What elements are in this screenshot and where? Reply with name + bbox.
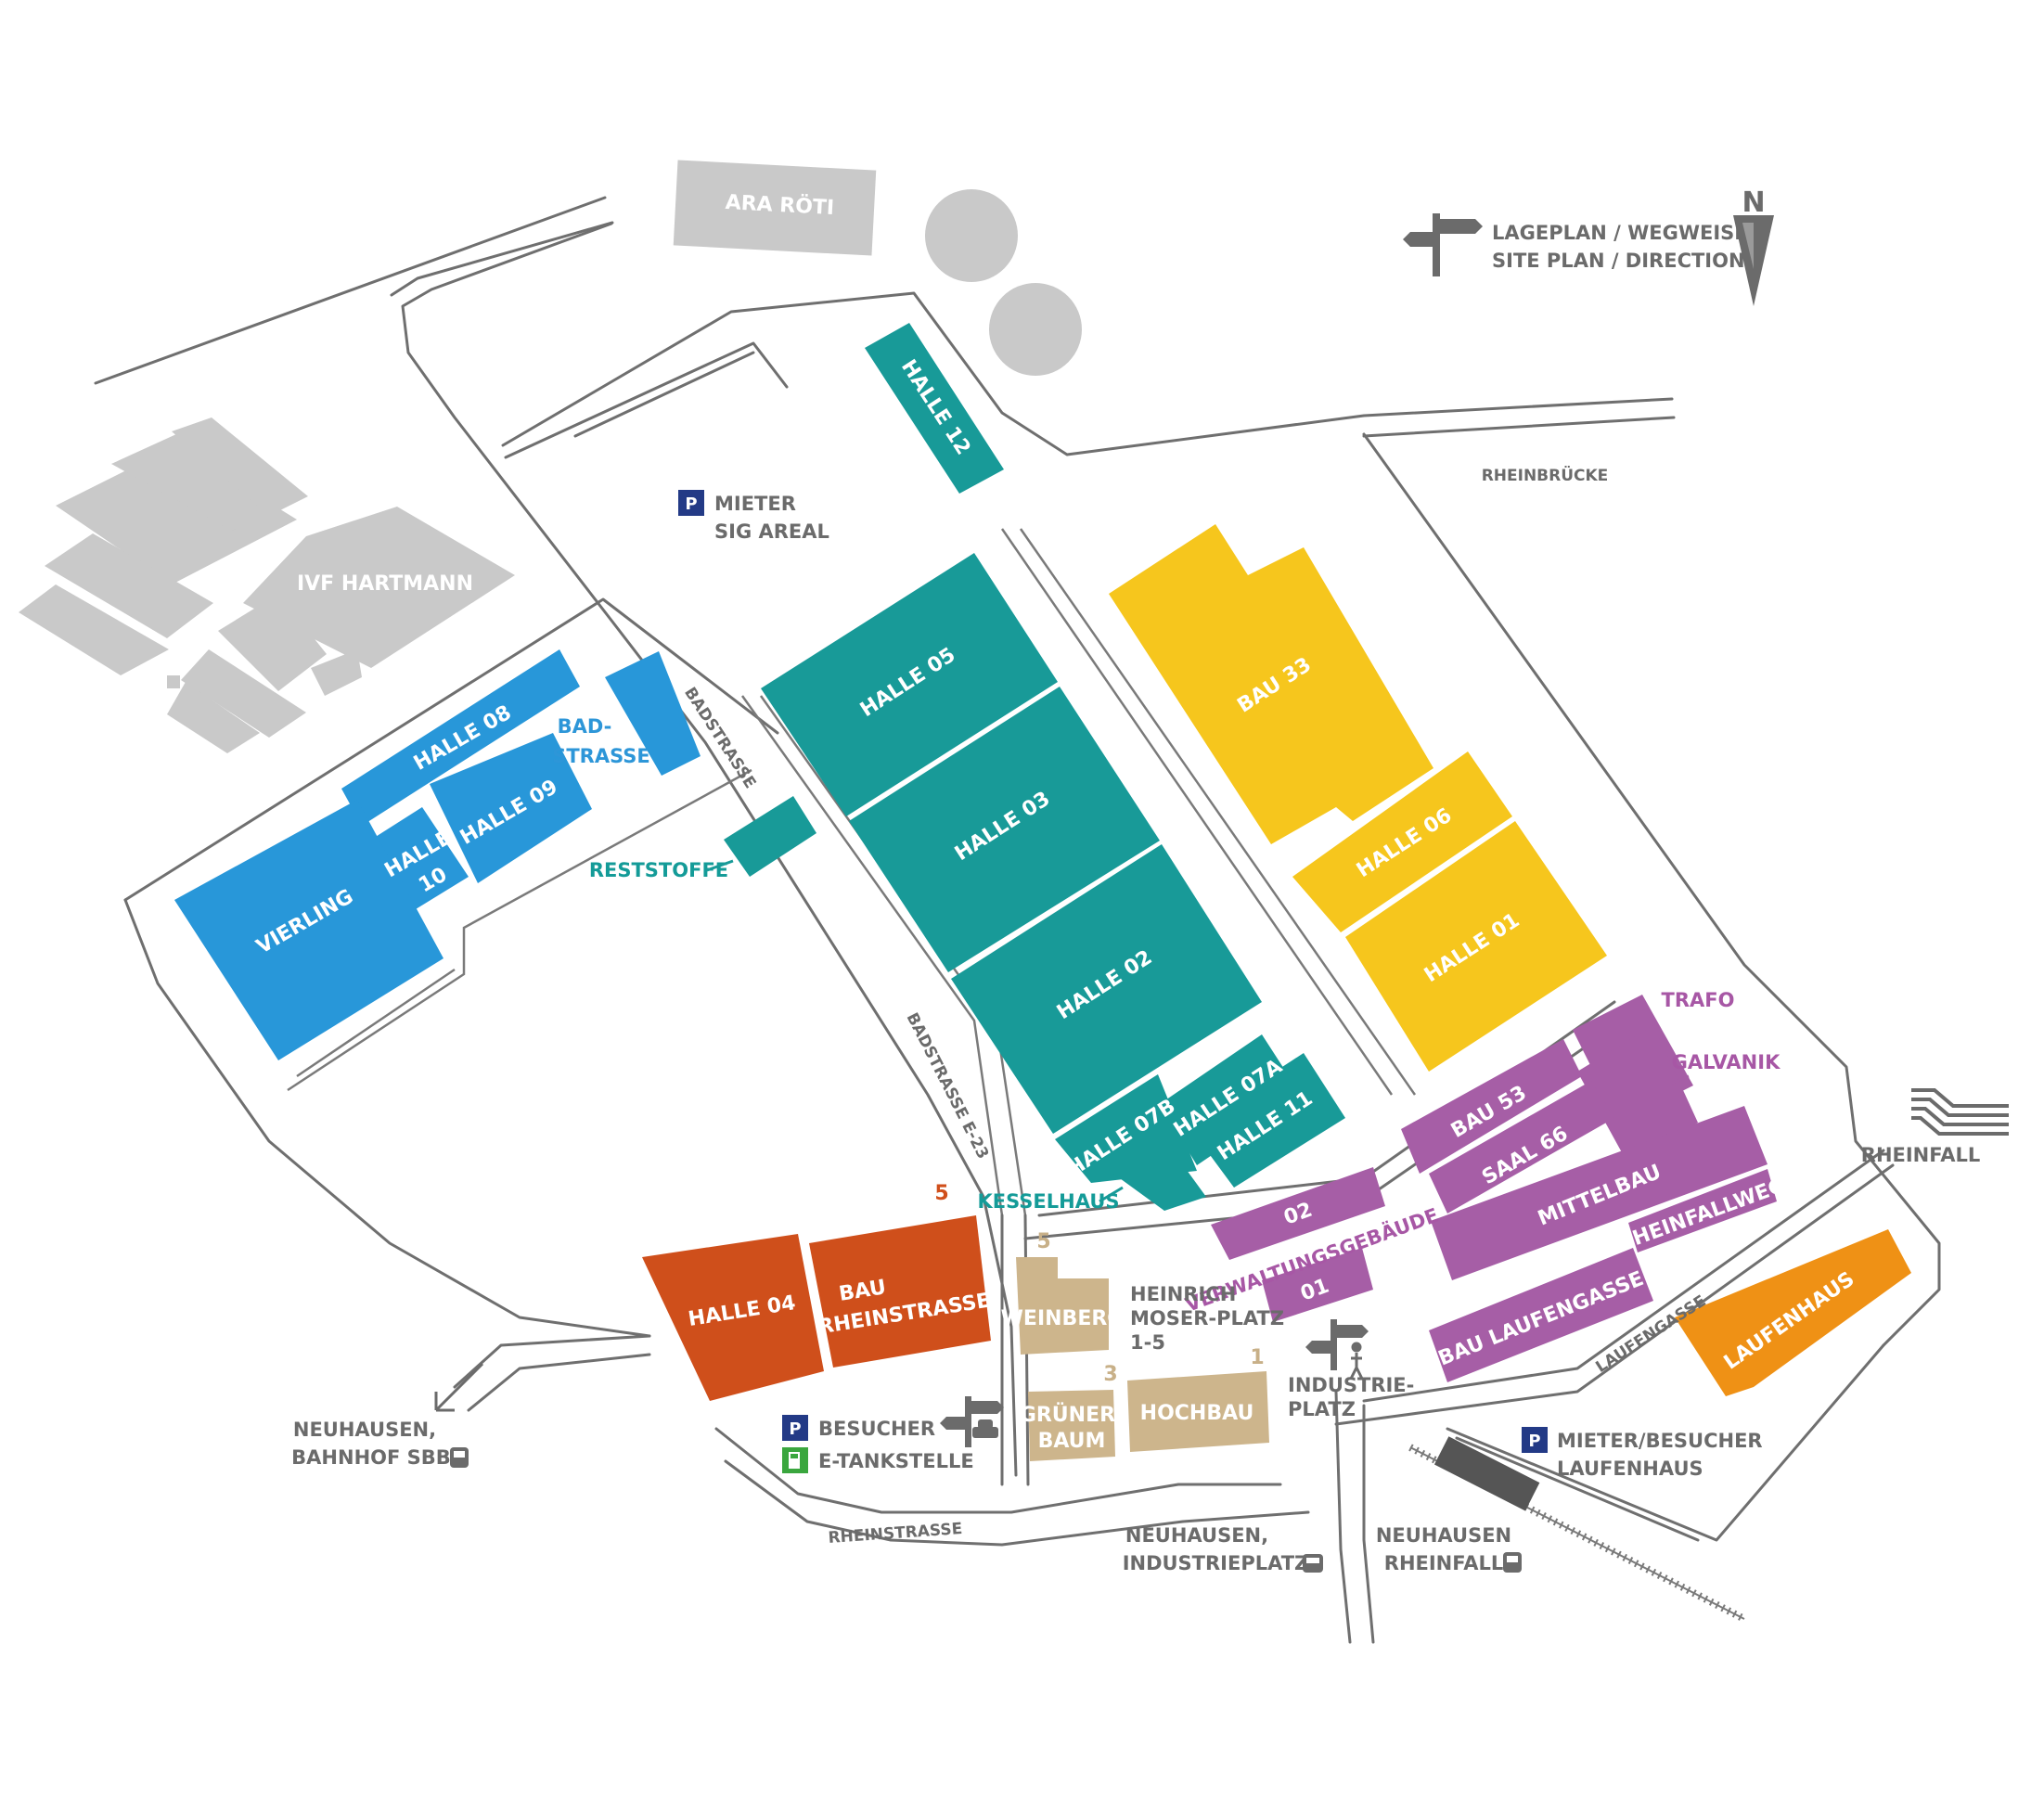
building-halle-06[interactable]	[1292, 751, 1512, 932]
building-gruenerbaum[interactable]	[1028, 1390, 1115, 1461]
parking-letter: P	[1528, 1432, 1540, 1451]
rheinbruecke-label: RHEINBRÜCKE	[1482, 465, 1609, 485]
building-verwaltung-01[interactable]	[1262, 1248, 1373, 1322]
e-tankstelle-label: E-TANKSTELLE	[818, 1450, 974, 1472]
parking-laufenhaus-line-2: LAUFENHAUS	[1557, 1458, 1703, 1480]
parking-mieter-sig-line-1: MIETER	[714, 493, 796, 515]
building-saal-66[interactable]	[1429, 1081, 1614, 1214]
building-bau-laufengasse[interactable]	[1429, 1248, 1653, 1382]
neighbour-buildings	[19, 160, 1082, 753]
building-laufenhaus[interactable]	[1675, 1229, 1911, 1396]
yellow-buildings	[1109, 524, 1607, 1072]
heinrich-moser-line-1: HEINRICH	[1130, 1283, 1236, 1305]
rheinfall-station-line-2: RHEINFALL	[1384, 1552, 1503, 1574]
heinrich-moser-line-2: MOSER-PLATZ	[1130, 1307, 1284, 1329]
building-halle-12[interactable]	[865, 323, 1004, 494]
building-halle-05[interactable]	[761, 553, 1058, 816]
building-mittelbau[interactable]	[1431, 1106, 1768, 1280]
pedestrian-icon	[1349, 1342, 1364, 1380]
building-halle-11[interactable]	[1189, 1053, 1345, 1188]
parking-letter: P	[789, 1419, 801, 1439]
legend-line-1: LAGEPLAN / WEGWEISER	[1492, 222, 1763, 244]
train-icon	[1503, 1552, 1522, 1573]
charging-station-icon	[782, 1447, 808, 1473]
building-bau-rheinstrasse[interactable]	[809, 1215, 991, 1368]
parking-laufenhaus-line-1: MIETER/BESUCHER	[1557, 1430, 1763, 1452]
north-arrow-icon: N	[1733, 186, 1774, 306]
gruenerbaum-label-2: BAUM	[1038, 1430, 1106, 1453]
building-halle-08[interactable]	[341, 649, 580, 826]
hochbau-number: 1	[1250, 1346, 1264, 1369]
parking-laufenhaus: P	[1522, 1427, 1548, 1453]
badstrasse-callout-2: STRASSE	[552, 745, 650, 767]
gruenerbaum-number: 3	[1103, 1363, 1117, 1386]
industrieplatz-sign-line-2: PLATZ	[1288, 1398, 1356, 1420]
blue-buildings	[174, 649, 701, 1060]
bau-rheinstrasse-number: 5	[934, 1182, 948, 1205]
building-halle-09[interactable]	[430, 733, 592, 883]
car-icon	[972, 1419, 998, 1438]
parking-letter: P	[685, 494, 697, 514]
building-halle-01[interactable]	[1345, 821, 1607, 1072]
parking-mieter-sig-line-2: SIG AREAL	[714, 520, 829, 543]
building-weinberg[interactable]	[1016, 1257, 1109, 1355]
rheinfall-label: RHEINFALL	[1861, 1144, 1980, 1166]
tan-buildings	[1016, 1257, 1269, 1461]
purple-buildings	[1211, 995, 1777, 1382]
badstrasse-e23-label: BADSTRASSE E-23	[903, 1010, 993, 1162]
building-rheinfallweg[interactable]	[1628, 1169, 1777, 1252]
parking-mieter-sig: P	[678, 490, 704, 516]
trafo-callout: TRAFO	[1662, 989, 1735, 1011]
train-icon	[450, 1447, 469, 1468]
building-kesselhaus[interactable]	[1113, 1146, 1206, 1211]
heinrich-moser-line-3: 1-5	[1130, 1331, 1165, 1354]
north-letter: N	[1742, 186, 1765, 219]
building-halle-02[interactable]	[951, 844, 1262, 1134]
waterfall-icon	[1911, 1088, 2009, 1136]
ara-roeti-label: ARA RÖTI	[725, 190, 835, 220]
rheinfall-station-line-1: NEUHAUSEN	[1376, 1524, 1511, 1547]
ivf-hartmann-label: IVF HARTMANN	[297, 572, 473, 596]
parking-besucher-label: BESUCHER	[818, 1418, 935, 1440]
building-badstrasse[interactable]	[605, 651, 701, 776]
orange-buildings	[642, 1215, 1911, 1401]
parking-besucher: P	[782, 1415, 808, 1441]
weinberg-number: 5	[1036, 1230, 1050, 1253]
building-halle-03[interactable]	[849, 687, 1160, 972]
gruenerbaum-label-1: GRÜNER-	[1020, 1403, 1124, 1427]
building-vierling[interactable]	[174, 800, 444, 1060]
signpost-icon	[940, 1396, 1004, 1447]
building-bau-53[interactable]	[1401, 1039, 1582, 1174]
reststoffe-callout: RESTSTOFFE	[589, 859, 728, 881]
building-reststoffe[interactable]	[724, 796, 816, 877]
kesselhaus-callout: KESSELHAUS	[977, 1190, 1119, 1213]
hochbau-label: HOCHBAU	[1140, 1402, 1254, 1425]
badstrasse-callout-1: BAD-	[558, 715, 612, 738]
signpost-icon	[1403, 213, 1483, 276]
signpost-icon	[1305, 1319, 1369, 1370]
building-halle-10[interactable]	[371, 807, 469, 909]
legend-line-2: SITE PLAN / DIRECTIONS	[1492, 250, 1759, 272]
bahnhof-sbb-line-1: NEUHAUSEN,	[293, 1419, 436, 1441]
industrieplatz-line-1: NEUHAUSEN,	[1125, 1524, 1268, 1547]
building-galvanik[interactable]	[1577, 1025, 1698, 1164]
industrieplatz-line-2: INDUSTRIEPLATZ	[1123, 1552, 1309, 1574]
teal-buildings	[724, 323, 1345, 1211]
railway-track	[1408, 1436, 1746, 1623]
building-verwaltung-02[interactable]	[1211, 1167, 1385, 1260]
bahnhof-sbb-line-2: BAHNHOF SBB	[291, 1446, 451, 1469]
bus-icon	[1303, 1554, 1323, 1573]
building-halle-04[interactable]	[642, 1234, 824, 1401]
weinberg-label: WEINBERG	[1001, 1307, 1125, 1330]
road-network	[94, 196, 1941, 1644]
building-hochbau[interactable]	[1127, 1371, 1269, 1452]
galvanik-callout: GALVANIK	[1672, 1051, 1780, 1073]
building-bau-33[interactable]	[1109, 524, 1433, 844]
